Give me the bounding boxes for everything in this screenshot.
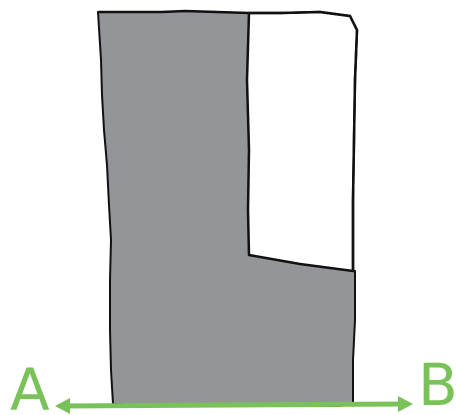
white-cutout — [247, 12, 357, 271]
label-a: A — [10, 356, 50, 415]
label-b: B — [418, 351, 456, 415]
ab-line — [60, 404, 408, 406]
